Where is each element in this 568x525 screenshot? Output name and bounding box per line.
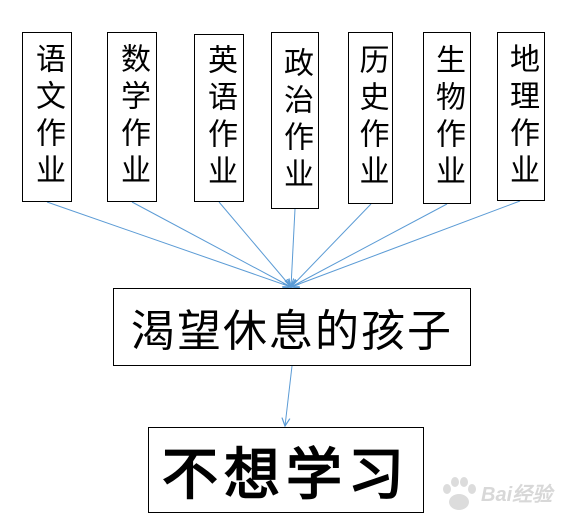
arrow-zhengzhi xyxy=(291,208,295,287)
middle-box: 渴望休息的孩子 xyxy=(113,288,471,366)
arrow-yuwen xyxy=(46,201,291,287)
subject-label: 生物作业 xyxy=(430,44,465,192)
middle-label: 渴望休息的孩子 xyxy=(131,306,453,357)
arrow-shuxue xyxy=(131,201,291,287)
subject-box-yuwen: 语文作业 xyxy=(22,32,72,202)
subject-label: 政治作业 xyxy=(278,46,313,195)
arrow-dili xyxy=(291,200,521,287)
result-label: 不想学习 xyxy=(162,441,410,508)
subject-label: 地理作业 xyxy=(504,42,539,191)
arrow-lishi xyxy=(291,203,372,287)
result-box: 不想学习 xyxy=(148,427,424,513)
watermark-logo: Bai经验 xyxy=(437,470,562,520)
subject-box-dili: 地理作业 xyxy=(497,32,545,201)
subject-label: 语文作业 xyxy=(30,43,65,191)
paw-icon xyxy=(443,477,476,510)
subject-box-yingyu: 英语作业 xyxy=(194,34,244,202)
arrow-shengwu xyxy=(291,203,448,287)
subject-label: 数学作业 xyxy=(115,43,150,191)
arrow-to-result xyxy=(285,365,293,426)
subject-box-lishi: 历史作业 xyxy=(348,32,393,204)
subject-label: 英语作业 xyxy=(202,44,237,192)
subject-box-zhengzhi: 政治作业 xyxy=(271,32,319,209)
subject-box-shengwu: 生物作业 xyxy=(423,32,471,204)
subject-box-shuxue: 数学作业 xyxy=(107,32,157,202)
subject-label: 历史作业 xyxy=(353,44,389,192)
watermark-text: Bai经验 xyxy=(481,484,553,506)
arrow-yingyu xyxy=(218,201,291,287)
